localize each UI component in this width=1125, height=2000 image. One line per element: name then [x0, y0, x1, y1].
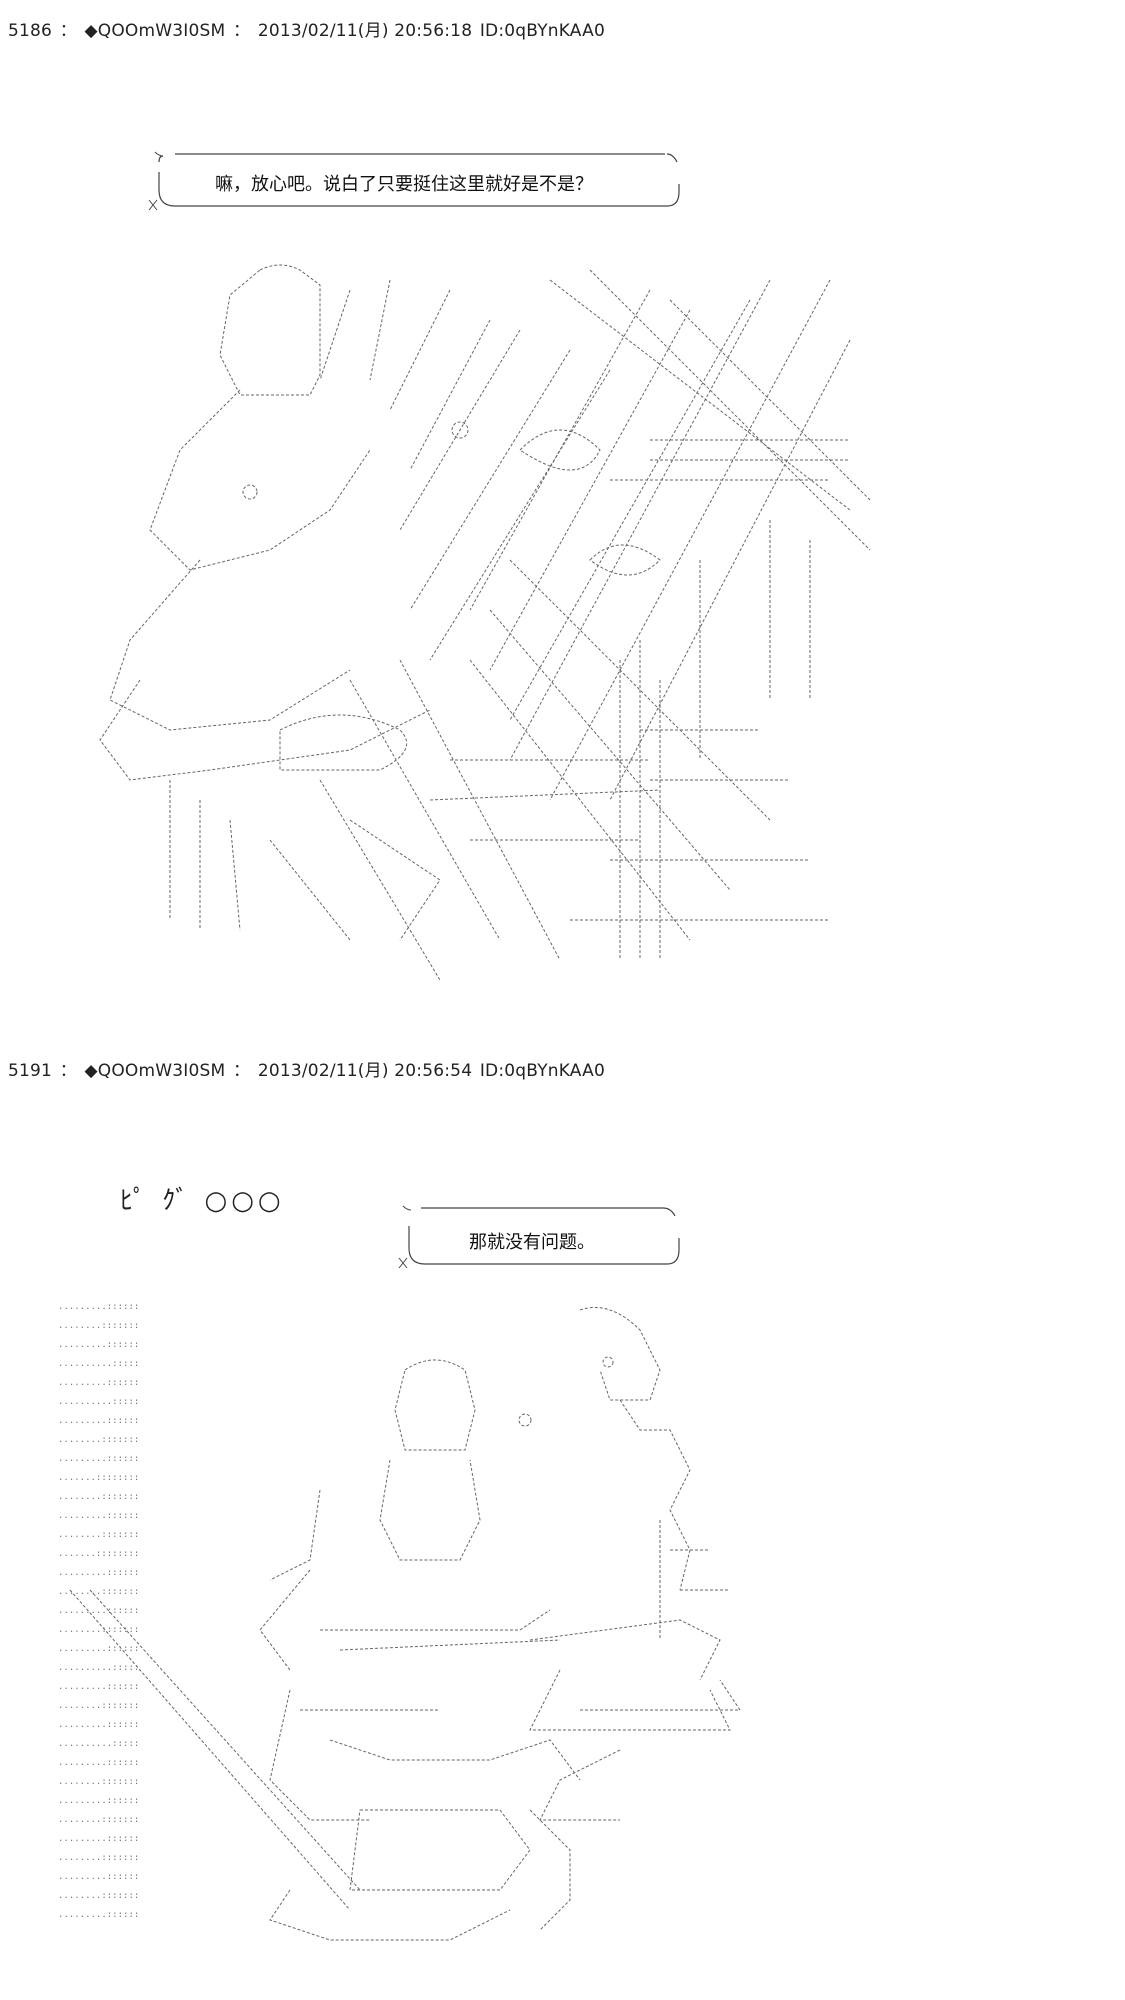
post-separator: ：: [233, 1061, 251, 1081]
post-author[interactable]: ◆QOOmW3I0SM: [84, 1061, 226, 1081]
speech-bubble-2: 那就没有问题。: [395, 1200, 695, 1275]
post-datetime: 2013/02/11(月) 20:56:54: [257, 1061, 473, 1081]
speech-text: 那就没有问题。: [469, 1232, 595, 1253]
post-number: 5191: [8, 1061, 53, 1081]
characters-line-art: [69, 1307, 741, 1941]
post-number: 5186: [8, 21, 53, 41]
post-datetime: 2013/02/11(月) 20:56:18: [257, 21, 473, 41]
ascii-art-two-characters: [60, 1290, 760, 1950]
post-separator: ：: [59, 1061, 77, 1081]
post-header-1: 5186 ： ◆QOOmW3I0SM ： 2013/02/11(月) 20:56…: [8, 16, 607, 41]
dotted-background-column: .........:::::: ........::::::: ........…: [58, 1302, 140, 1920]
speech-text: 嘛，放心吧。说白了只要挺住这里就好是不是？: [215, 174, 593, 195]
speech-bubble-frame: [398, 1205, 680, 1269]
speech-bubble-frame: [148, 151, 680, 211]
battle-line-art: [99, 264, 871, 980]
post-separator: ：: [233, 21, 251, 41]
post-separator: ：: [59, 21, 77, 41]
speech-bubble-1: 嘛，放心吧。说白了只要挺住这里就好是不是？: [145, 148, 690, 218]
sound-effect-text: ﾋﾟ ｸﾞ ○○○: [120, 1186, 285, 1216]
post-header-2: 5191 ： ◆QOOmW3I0SM ： 2013/02/11(月) 20:56…: [8, 1056, 607, 1081]
post-author[interactable]: ◆QOOmW3I0SM: [84, 21, 226, 41]
ascii-art-battle-scene: [50, 260, 880, 980]
post-id: ID:0qBYnKAA0: [479, 1061, 605, 1081]
post-id: ID:0qBYnKAA0: [479, 21, 605, 41]
